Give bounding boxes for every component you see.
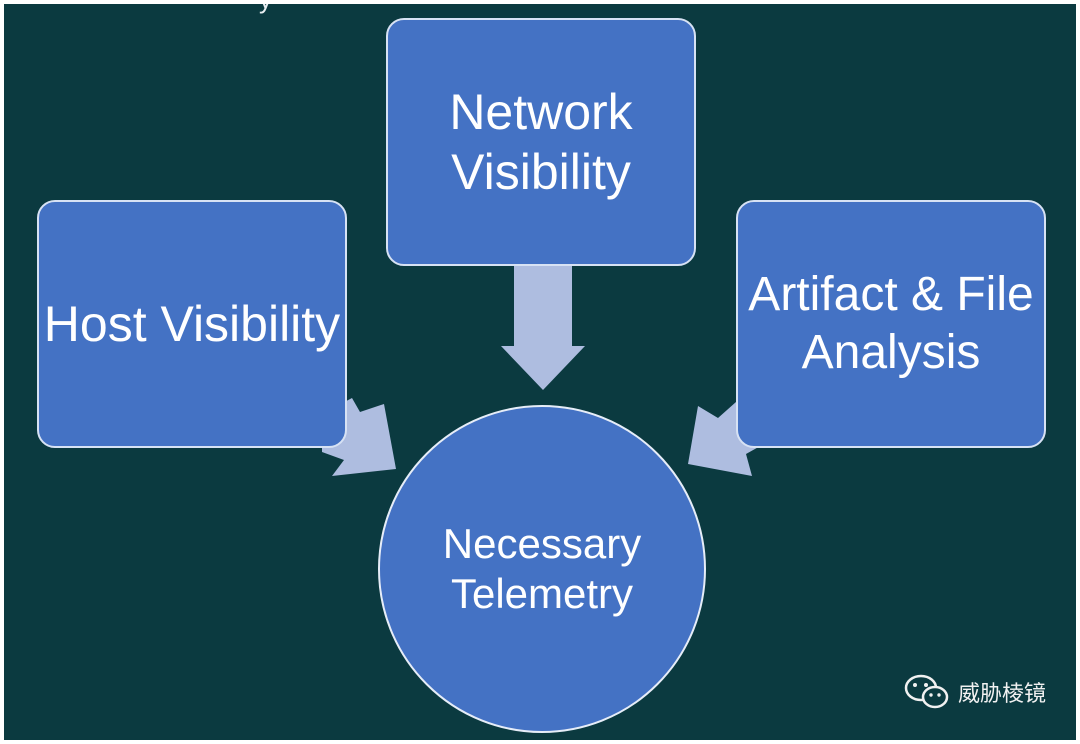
node-artifact-file-analysis: Artifact & File Analysis (736, 200, 1046, 448)
node-host-label: Host Visibility (43, 296, 341, 352)
node-network-label: Network Visibility (449, 84, 633, 200)
watermark: 威胁棱镜 (904, 674, 1046, 710)
wechat-icon (904, 674, 949, 709)
cut-title-fragment: y (259, 4, 272, 12)
node-host-visibility: Host Visibility (37, 200, 347, 448)
node-artifact-label: Artifact & File Analysis (748, 268, 1034, 379)
watermark-text: 威胁棱镜 (957, 682, 1046, 707)
arrow-network-to-telemetry (501, 266, 585, 390)
node-network-visibility: Network Visibility (386, 18, 696, 266)
node-telemetry-label: Necessary Telemetry (442, 519, 642, 617)
diagram-canvas: y Network Visibility Host Visibility Art… (4, 4, 1076, 740)
node-necessary-telemetry: Necessary Telemetry (378, 405, 706, 733)
